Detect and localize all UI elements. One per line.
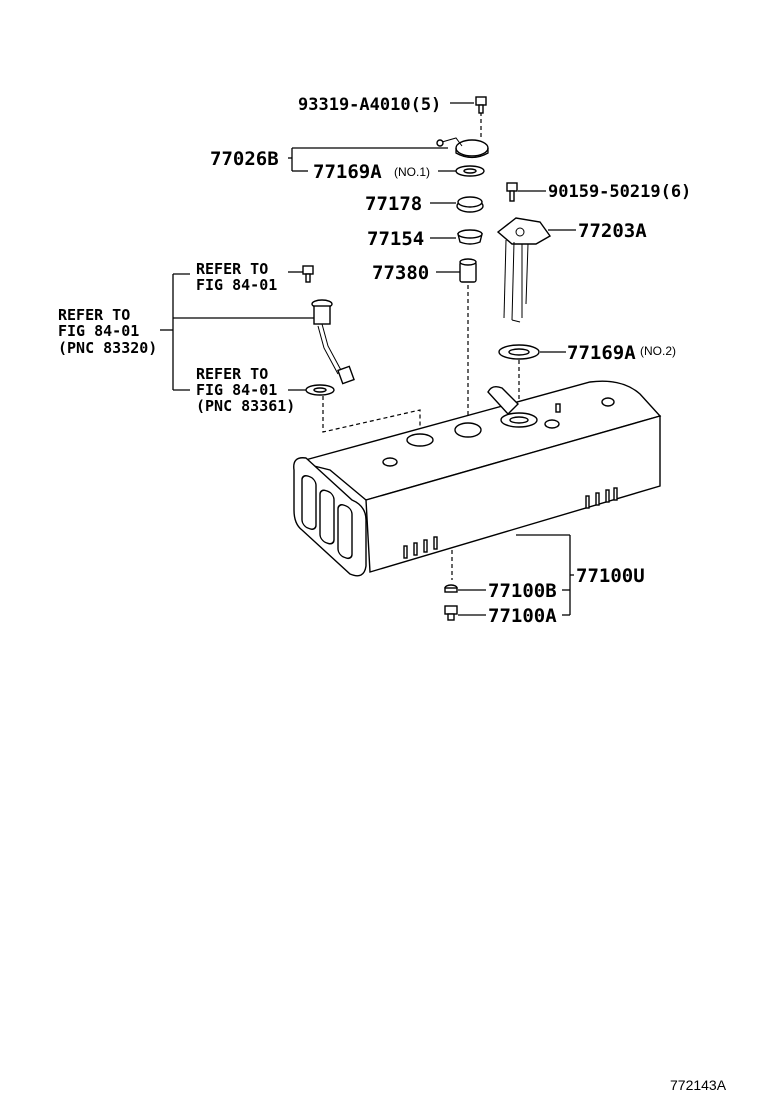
figure-code: 772143A [670, 1077, 727, 1093]
part-label-77203A: 77203A [578, 220, 647, 242]
fuel-tank-icon [293, 380, 662, 577]
part-label-77380: 77380 [372, 262, 429, 284]
ref-mid-line1: REFER TO [58, 306, 130, 324]
part-label-77178: 77178 [365, 193, 422, 215]
gasket-icon [455, 165, 485, 177]
vents [403, 487, 618, 559]
grommet-icon [456, 196, 484, 213]
ref-top-line1: REFER TO [196, 260, 268, 278]
part-label-77100B: 77100B [488, 580, 557, 602]
bolt-icon [302, 265, 314, 283]
part-label-90159: 90159-50219(6) [548, 182, 691, 202]
gasket-icon [498, 344, 540, 360]
fuel-gauge-sender-icon [311, 299, 355, 385]
part-label-77100U: 77100U [576, 565, 645, 587]
filler-cap-icon [436, 137, 489, 159]
fuel-pump-bracket-icon [496, 217, 552, 323]
valve-icon [459, 258, 477, 283]
part-label-77100A: 77100A [488, 605, 557, 627]
part-label-77154: 77154 [367, 228, 424, 250]
ref-bot-line1: REFER TO [196, 365, 268, 383]
leader-lines [160, 102, 576, 616]
bolt-icon [506, 182, 518, 202]
ref-top-line2: FIG 84-01 [196, 276, 277, 294]
ref-bot-line2: FIG 84-01 [196, 381, 277, 399]
part-label-77169A-2: 77169A [567, 342, 636, 364]
part-label-77026B: 77026B [210, 148, 279, 170]
drain-plug-icon [444, 605, 458, 621]
part-label-77169A-1: 77169A [313, 161, 382, 183]
part-label-93319: 93319-A4010(5) [298, 95, 441, 115]
part-label-77169A-2-sub: (NO.2) [640, 344, 676, 358]
bushing-icon [457, 229, 483, 245]
part-label-77169A-1-sub: (NO.1) [394, 165, 430, 179]
gasket-icon [444, 584, 458, 593]
ref-mid-line3: (PNC 83320) [58, 339, 157, 357]
gasket-icon [305, 384, 335, 396]
ref-mid-line2: FIG 84-01 [58, 322, 139, 340]
ref-bot-line3: (PNC 83361) [196, 397, 295, 415]
bolt-icon [475, 96, 487, 114]
assembly-lines [322, 112, 520, 580]
